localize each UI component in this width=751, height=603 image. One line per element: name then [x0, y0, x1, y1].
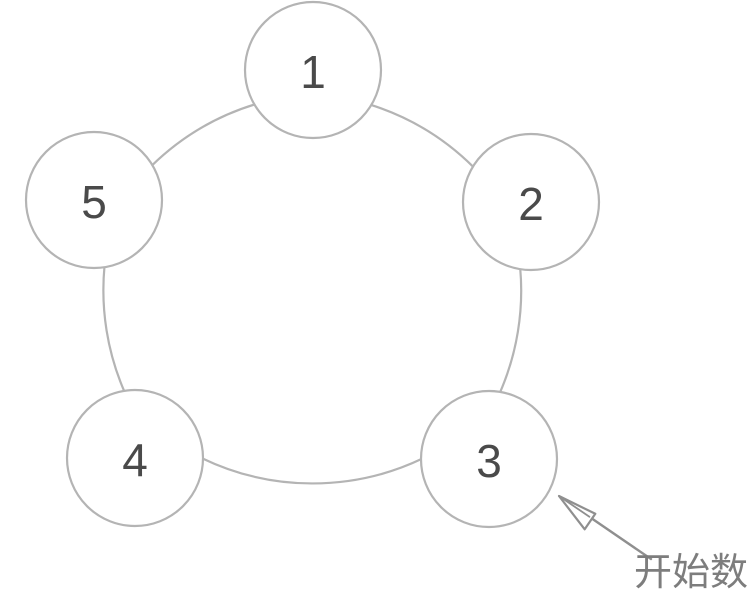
node-label-4: 4	[122, 434, 148, 486]
start-callout-arrow	[557, 494, 653, 561]
node-label-5: 5	[81, 176, 107, 228]
node-circle-2[interactable]	[461, 132, 601, 272]
node-circle-5[interactable]	[24, 130, 164, 270]
node-circle-1[interactable]	[243, 0, 383, 140]
ring-edge-3-4	[200, 457, 424, 485]
callout-arrow-head-spine	[558, 495, 591, 518]
node-label-2: 2	[518, 178, 544, 230]
node-5[interactable]: 5	[24, 130, 164, 270]
nodes-group: 1 2 3 4 5	[24, 0, 601, 529]
node-label-3: 3	[476, 435, 502, 487]
callout-arrow-head-icon	[557, 494, 597, 531]
node-label-1: 1	[300, 46, 326, 98]
node-circle-3[interactable]	[419, 389, 559, 529]
node-1[interactable]: 1	[243, 0, 383, 140]
ring-edge-4-5	[102, 265, 126, 393]
edges-group	[102, 103, 523, 485]
start-annotation-label: 开始数	[634, 550, 749, 594]
ring-edge-2-3	[498, 267, 523, 394]
node-4[interactable]: 4	[65, 388, 205, 528]
ring-edge-1-2	[369, 103, 475, 169]
node-circle-4[interactable]	[65, 388, 205, 528]
callout-arrow-shaft	[586, 514, 653, 561]
node-3[interactable]: 3	[419, 389, 559, 529]
ring-edge-5-1	[150, 103, 257, 167]
node-2[interactable]: 2	[461, 132, 601, 272]
